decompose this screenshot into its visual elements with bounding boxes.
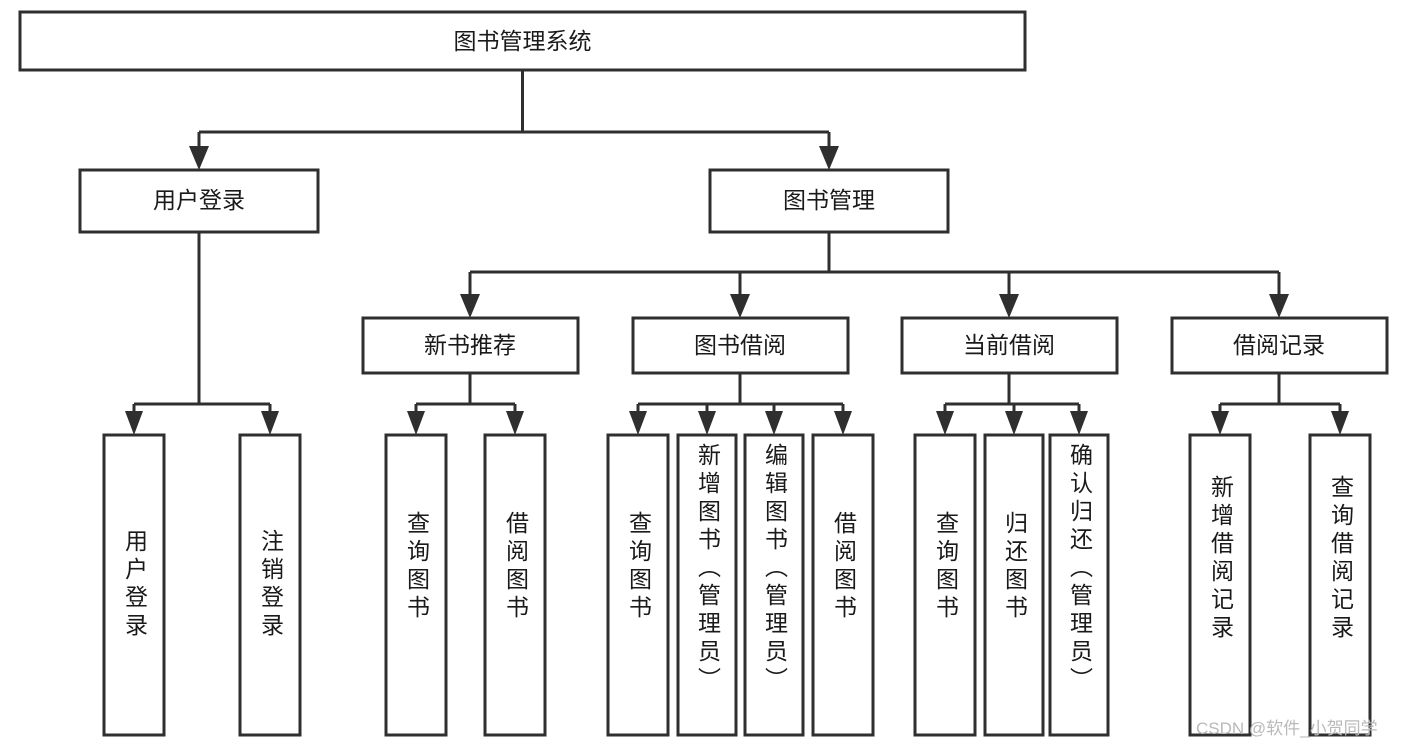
arrow-head-borrow-record <box>1269 294 1289 318</box>
arrow-head-leaf-query-record <box>1331 411 1349 435</box>
node-leaf-add-book-box[interactable] <box>676 433 738 737</box>
leaf-boxes <box>102 433 1372 737</box>
connector-group-borrow-record <box>1211 373 1349 435</box>
arrow-head-leaf-confirm-return <box>1070 411 1088 435</box>
node-borrow-record-label: 借阅记录 <box>1233 332 1325 358</box>
node-leaf-query-book-rec-box[interactable] <box>384 433 448 737</box>
connector-group-root <box>189 70 839 170</box>
node-current-borrow[interactable]: 当前借阅 <box>900 316 1119 375</box>
node-borrow-record-box[interactable] <box>1170 316 1389 375</box>
node-current-borrow-box[interactable] <box>900 316 1119 375</box>
arrow-head-leaf-edit-book <box>765 411 783 435</box>
node-leaf-confirm-return-box[interactable] <box>1048 433 1110 737</box>
node-borrow-record[interactable]: 借阅记录 <box>1170 316 1389 375</box>
node-book-borrow-label: 图书借阅 <box>694 332 786 358</box>
node-leaf-query-book-cur-box[interactable] <box>913 433 977 737</box>
node-leaf-user-login-box[interactable] <box>102 433 166 737</box>
arrow-head-current-borrow <box>999 294 1019 318</box>
node-book-borrow-box[interactable] <box>631 316 850 375</box>
node-book-manage-label: 图书管理 <box>783 187 875 213</box>
connector-group-book-manage <box>460 232 1289 318</box>
arrow-head-book-manage <box>819 146 839 170</box>
arrow-head-leaf-add-record <box>1211 411 1229 435</box>
arrow-head-leaf-add-book <box>698 411 716 435</box>
node-leaf-return-book-box[interactable] <box>983 433 1045 737</box>
node-leaf-borrow-book-box[interactable] <box>811 433 875 737</box>
arrow-head-leaf-user-login <box>125 411 143 435</box>
node-root-label: 图书管理系统 <box>454 28 592 54</box>
arrow-head-leaf-return-book <box>1005 411 1023 435</box>
node-root-box[interactable] <box>18 10 1027 72</box>
arrow-head-leaf-query-book-cur <box>936 411 954 435</box>
arrow-head-new-book-recommend <box>460 294 480 318</box>
arrow-head-leaf-user-logout <box>261 411 279 435</box>
connector-group-book-borrow <box>629 373 852 435</box>
node-book-manage[interactable]: 图书管理 <box>708 168 950 234</box>
node-leaf-borrow-book-rec-box[interactable] <box>483 433 547 737</box>
arrow-head-leaf-borrow-book-rec <box>506 411 524 435</box>
node-current-borrow-label: 当前借阅 <box>963 332 1055 358</box>
node-new-book-recommend-label: 新书推荐 <box>424 332 516 358</box>
connector-group-user-login <box>125 232 279 435</box>
node-root[interactable]: 图书管理系统 <box>18 10 1027 72</box>
arrow-head-leaf-query-book-borrow <box>629 411 647 435</box>
node-user-login-box[interactable] <box>78 168 320 234</box>
connector-group-new-book-recommend <box>407 373 524 435</box>
node-leaf-add-record-box[interactable] <box>1188 433 1252 737</box>
arrow-head-leaf-query-book-rec <box>407 411 425 435</box>
node-leaf-user-logout-box[interactable] <box>238 433 302 737</box>
node-book-borrow[interactable]: 图书借阅 <box>631 316 850 375</box>
node-new-book-recommend[interactable]: 新书推荐 <box>361 316 580 375</box>
arrow-head-leaf-borrow-book <box>834 411 852 435</box>
node-leaf-edit-book-box[interactable] <box>743 433 805 737</box>
connector-group-current-borrow <box>936 373 1088 435</box>
node-leaf-query-record-box[interactable] <box>1308 433 1372 737</box>
node-leaf-query-book-borrow-box[interactable] <box>606 433 670 737</box>
node-user-login[interactable]: 用户登录 <box>78 168 320 234</box>
node-new-book-recommend-box[interactable] <box>361 316 580 375</box>
node-book-manage-box[interactable] <box>708 168 950 234</box>
node-user-login-label: 用户登录 <box>153 187 245 213</box>
arrow-head-user-login <box>189 146 209 170</box>
arrow-head-book-borrow <box>730 294 750 318</box>
